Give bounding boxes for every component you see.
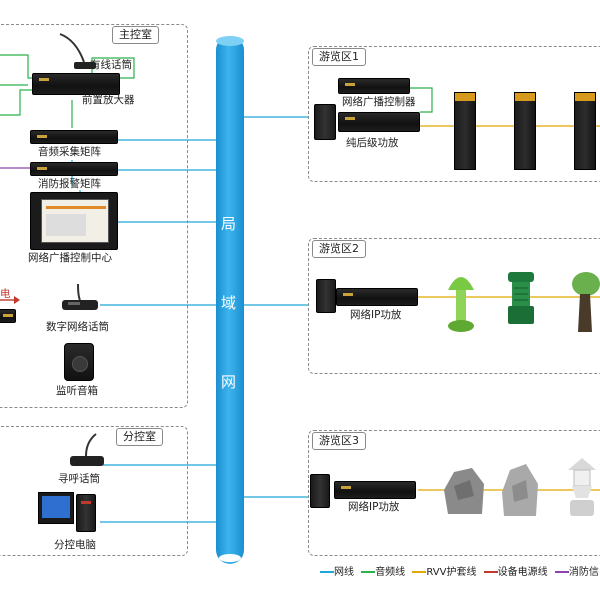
zone-2-pc-icon bbox=[316, 279, 336, 313]
zone-3-box bbox=[308, 430, 600, 556]
network-mic-label: 数字网络话筒 bbox=[46, 321, 109, 333]
column-speaker-icon bbox=[454, 92, 476, 170]
zone-3-title: 游览区3 bbox=[312, 432, 366, 450]
main-room-box bbox=[0, 24, 188, 408]
zone-2-device-1-label: 网络IP功放 bbox=[350, 309, 402, 321]
zone-2-box bbox=[308, 238, 600, 374]
legend-label: 网线 bbox=[334, 567, 354, 578]
power-label-fragment: 电 bbox=[0, 288, 11, 300]
column-speaker-icon bbox=[514, 92, 536, 170]
sub-pc-tower-icon bbox=[76, 494, 96, 532]
zone-1-device-1-label: 网络广播控制器 bbox=[342, 96, 416, 108]
zone-2-title: 游览区2 bbox=[312, 240, 366, 258]
paging-mic-icon bbox=[64, 432, 108, 470]
mushroom-speaker-icon bbox=[446, 268, 476, 334]
zone-1-pc-icon bbox=[314, 104, 336, 140]
legend-item: RVV护套线 bbox=[412, 566, 476, 580]
paging-mic-label: 寻呼话筒 bbox=[58, 473, 100, 485]
legend-item: 网线 bbox=[320, 566, 354, 580]
legend-label: 设备电源线 bbox=[497, 567, 548, 578]
control-center-label: 网络广播控制中心 bbox=[28, 252, 112, 264]
legend-item: 设备电源线 bbox=[483, 566, 548, 580]
zone-3-pc-icon bbox=[310, 474, 330, 508]
preamp-device bbox=[32, 73, 120, 95]
rock-speaker-icon bbox=[500, 462, 540, 518]
lan-char-1: 局 bbox=[221, 215, 237, 233]
monitor-speaker-icon bbox=[64, 343, 94, 381]
power-device-edge bbox=[0, 309, 16, 323]
fire-matrix-label: 消防报警矩阵 bbox=[38, 178, 101, 190]
sub-pc-monitor-icon bbox=[38, 492, 74, 524]
audio-matrix-label: 音频采集矩阵 bbox=[38, 146, 101, 158]
lantern-speaker-icon bbox=[564, 456, 600, 518]
zone-1-title: 游览区1 bbox=[312, 48, 366, 66]
zone-3-device-1-label: 网络IP功放 bbox=[348, 501, 400, 513]
fire-matrix-device bbox=[30, 162, 118, 176]
legend-item: 音频线 bbox=[361, 566, 405, 580]
monitor-speaker-label: 监听音箱 bbox=[56, 385, 98, 397]
network-mic-icon bbox=[58, 282, 102, 314]
legend-label: RVV护套线 bbox=[426, 567, 477, 578]
legend-label: 消防信 bbox=[568, 567, 599, 578]
gooseneck-mic-icon bbox=[58, 32, 98, 72]
legend-item: 消防信 bbox=[554, 566, 599, 580]
sub-pc-label: 分控电脑 bbox=[54, 539, 96, 551]
zone-1-box bbox=[308, 46, 600, 182]
zone-1-amplifier-device bbox=[338, 112, 420, 132]
wired-mic-label: 有线话筒 bbox=[90, 59, 132, 71]
sub-room-box bbox=[0, 426, 188, 556]
legend: 网线 音频线 RVV护套线 设备电源线 消防信 bbox=[320, 566, 599, 580]
audio-matrix-device bbox=[30, 130, 118, 144]
control-center-monitor bbox=[30, 192, 118, 250]
zone-1-controller-device bbox=[338, 78, 410, 94]
zone-1-device-2-label: 纯后级功放 bbox=[346, 137, 399, 149]
lan-char-2: 域 bbox=[221, 294, 237, 312]
rock-speaker-icon bbox=[442, 466, 486, 516]
column-speaker-icon bbox=[574, 92, 596, 170]
preamp-label: 前置放大器 bbox=[82, 94, 135, 106]
signboard-speaker-icon bbox=[568, 266, 600, 338]
main-room-title: 主控室 bbox=[112, 26, 159, 44]
lan-char-3: 网 bbox=[221, 373, 237, 391]
legend-label: 音频线 bbox=[375, 567, 406, 578]
lawn-speaker-icon bbox=[504, 270, 538, 326]
zone-2-amplifier-device bbox=[336, 288, 418, 306]
lan-column bbox=[216, 36, 244, 564]
zone-3-amplifier-device bbox=[334, 481, 416, 499]
sub-room-title: 分控室 bbox=[116, 428, 163, 446]
